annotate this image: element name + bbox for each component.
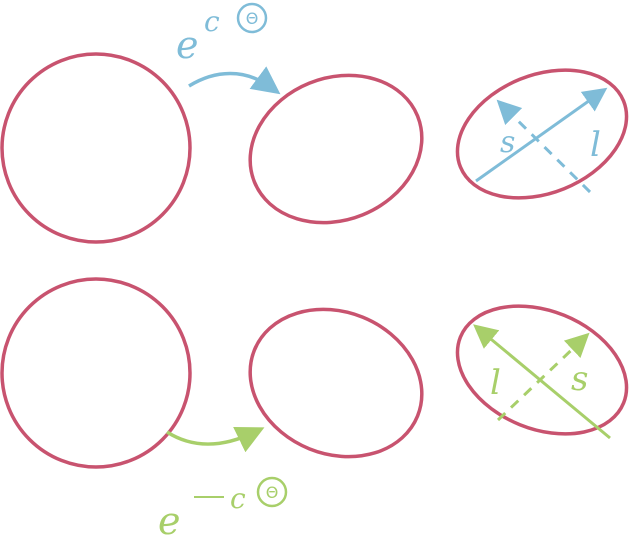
bottom-long-axis-arrow	[473, 324, 611, 440]
bottom-operator-sym: Θ	[266, 483, 279, 502]
top-row: e c Θ s l	[0, 2, 629, 244]
top-short-axis-label: s	[500, 125, 515, 160]
bottom-axes-ellipse	[455, 304, 629, 436]
bottom-operator-base: e	[158, 499, 181, 539]
bottom-operator-var: c	[230, 482, 246, 515]
bottom-long-axis-label: l	[490, 363, 501, 403]
top-axes-ellipse	[455, 68, 629, 200]
top-operator-var: c	[204, 5, 220, 38]
bottom-transform-arrow	[166, 427, 265, 453]
top-operator-label: e c Θ	[176, 2, 268, 67]
top-squeezed-ellipse	[248, 73, 424, 225]
top-long-axis-arrow	[475, 87, 608, 183]
top-operator-sym: Θ	[246, 9, 259, 28]
bottom-operator-label: e c Θ	[158, 476, 288, 539]
bottom-squeezed-ellipse	[248, 307, 424, 459]
bottom-row: e c Θ l s	[0, 277, 629, 539]
bottom-short-axis-label: s	[571, 359, 588, 399]
top-short-axis-arrow	[496, 99, 592, 194]
bottom-circle	[0, 277, 192, 469]
top-long-axis-label: l	[590, 125, 601, 165]
bottom-short-axis-arrow	[496, 332, 590, 422]
top-transform-arrow	[188, 66, 281, 95]
top-circle	[0, 52, 192, 244]
top-operator-base: e	[176, 23, 199, 67]
theta-circle-icon	[236, 2, 268, 34]
theta-circle-icon	[256, 476, 288, 508]
